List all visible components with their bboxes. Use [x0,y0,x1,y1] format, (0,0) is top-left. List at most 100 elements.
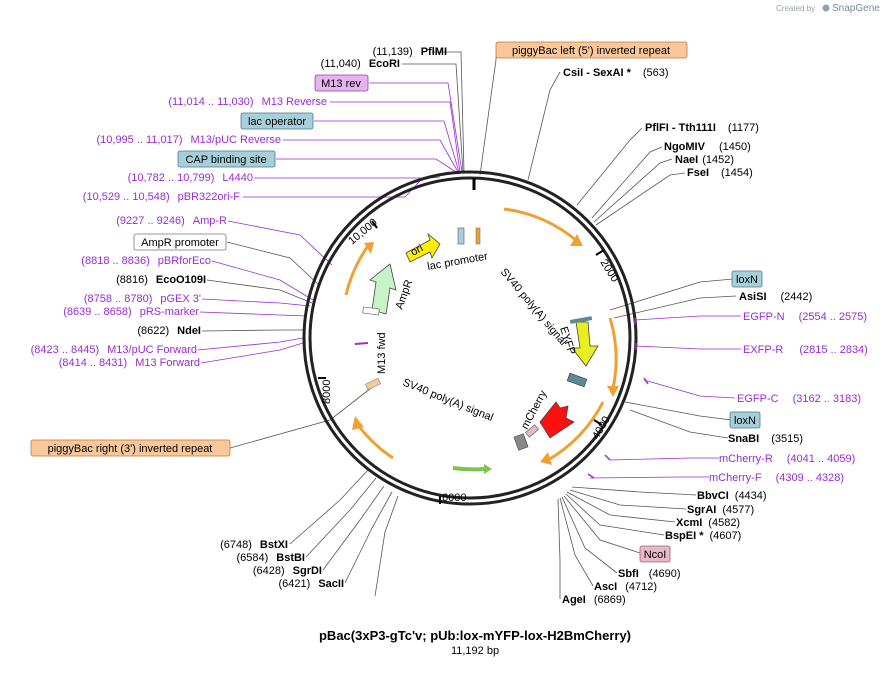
svg-text:(11,014 .. 11,030)M13 Reverse: (11,014 .. 11,030)M13 Reverse [168,96,327,108]
lacop-box [240,112,314,130]
svg-text:(8816)EcoO109I: (8816)EcoO109I [116,274,206,286]
site-sgrdi-pos: (6421) [279,578,311,590]
orange-arc-1 [503,207,578,243]
lac-promoter-label: lac promoter [426,250,489,272]
tick-2000-mark [595,249,605,256]
site-m13pucrev-name: M13/pUC Reverse [191,134,281,146]
primer-marks [587,318,649,479]
site-sbfi-pos: (4712) [625,581,657,593]
site-bspei-pos: (4607) [710,530,742,542]
svg-text:EGFP-C(3162 .. 3183): EGFP-C(3162 .. 3183) [737,393,861,405]
sv40-label-2: SV40 poly(A) signal [401,377,495,424]
credit-brand: SnapGene [832,3,880,14]
loxn2-feature [566,372,588,388]
site-pbr322-name: pBR322ori-F [178,191,241,203]
site-mcherryr-name: mCherry-R [719,453,773,465]
svg-text:NgoMIV(1450): NgoMIV(1450) [664,141,751,153]
p2a-feature [525,424,539,438]
site-ecori-name: EcoRI [369,58,400,70]
site-egfpn-name: EGFP-N [743,311,785,323]
loxn2-box [729,411,761,429]
ampprom-box-label: AmpR promoter [141,237,219,249]
tick-8000-label: 8000 [321,380,333,404]
site-pbrforeco-pos: (8818 .. 8836) [81,255,150,267]
pbright-box [30,439,231,457]
site-egfpc-pos: (3162 .. 3183) [793,393,862,405]
ampr-promoter-feature [362,306,380,316]
orange-arc-5 [344,245,370,296]
svg-text:mCherry-R(4041 .. 4059): mCherry-R(4041 .. 4059) [719,453,855,465]
site-pflfi-pos: (1177) [728,122,759,134]
svg-text:SgrAI(4577): SgrAI(4577) [687,504,754,516]
svg-text:mCherry-F(4309 .. 4328): mCherry-F(4309 .. 4328) [709,472,844,484]
cap-box-label: CAP binding site [185,154,266,166]
site-bbvci-name: BbvCI [697,490,729,502]
boxed-labels: M13 rev lac operator CAP binding site Am… [30,41,763,563]
site-m13pucfwd-name: M13/pUC Forward [107,344,197,356]
backbone-inner-strand [308,176,632,500]
site-bstbi-pos: (6428) [253,565,285,577]
mcherry-feature [539,401,575,439]
site-csii-pos: (563) [643,67,669,79]
lacop-box-label: lac operator [248,116,306,128]
sv40-arrow [452,466,485,472]
site-m13fwd-pos: (8414 .. 8431) [59,357,128,369]
site-exfpr-name: EXFP-R [743,344,783,356]
pbleft-box-label: piggyBac left (5') inverted repeat [512,45,670,57]
site-ncoi-name: SbfI [618,568,639,580]
ori-label: ori [409,242,425,258]
site-sgrai-pos: (4577) [722,504,754,516]
svg-text:(6748)BstXI: (6748) BstXI [220,539,288,551]
credit-text: Created by [776,4,815,13]
site-fsei-pos: (1454) [721,167,753,179]
site-exfpr-pos: (2815 .. 2834) [799,344,868,356]
site-bbvci-pos: (4434) [735,490,767,502]
h2b-feature [513,433,529,451]
site-pgex3-pos: (8758 .. 8780) [84,293,153,305]
site-bstbi-name: SgrDI [293,565,322,577]
cap-box [177,150,276,168]
site-ampr-pos: (9227 .. 9246) [116,215,185,227]
site-xcmi-name: XcmI [676,517,702,529]
site-xcmi-pos: (4582) [708,517,740,529]
loxn1-box-label: loxN [736,274,758,286]
site-prsmarker-name: pRS-marker [140,306,200,318]
svg-text:SnaBI(3515): SnaBI(3515) [728,433,803,445]
site-agei-name: BstXI [260,539,288,551]
svg-text:(8758 .. 8780)pGEX 3': (8758 .. 8780)pGEX 3' [84,293,201,305]
site-m13pucfwd-pos: (8423 .. 8445) [31,344,100,356]
site-pflmi-pos: (11,139) [373,46,413,58]
site-bstxi-name: BstBI [276,552,305,564]
svg-text:PflFI - Tth111I(1177): PflFI - Tth111I(1177) [645,122,759,134]
site-l4440-name: L4440 [222,172,253,184]
site-asisi-pos: (2442) [781,291,813,303]
orange-arc-2 [608,317,618,389]
pbleft-box [495,41,688,59]
svg-text:(10,529 .. 10,548)pBR322ori-F: (10,529 .. 10,548)pBR322ori-F [83,191,240,203]
site-bspei-name: BspEI * [665,530,704,542]
site-sgrdi-name: SacII [318,578,344,590]
svg-text:BbvCI(4434): BbvCI (4434) [697,490,767,502]
p2a-box [639,545,671,563]
m13fwd-label: M13 fwd [376,332,388,374]
svg-text:XcmI(4582): XcmI (4582) [676,517,740,529]
eyfp-feature [571,321,599,367]
svg-text:AgeI(6869): AgeI(6869) [562,594,626,606]
orange-arc-4 [356,424,394,460]
p2a-box-label: NcoI [644,549,667,561]
site-m13reverse-name: M13 Reverse [262,96,327,108]
site-agei-pos: (6748) [220,539,252,551]
site-m13fwd-name: M13 Forward [135,357,200,369]
site-prsmarker-pos: (8639 .. 8658) [63,306,132,318]
leader-lines [197,51,741,599]
m13fwd-primer-mark [354,342,369,345]
site-ecori-pos: (11,040) [321,58,361,70]
orange-arrowheads [352,234,619,465]
svg-text:(8423 .. 8445)M13/pUC Forward: (8423 .. 8445) M13/pUC Forward [31,344,197,356]
site-m13pucrev-pos: (10,995 .. 11,017) [96,134,182,146]
plasmid-length: 11,192 bp [451,645,499,657]
site-ampr-name: Amp-R [193,215,227,227]
svg-text:(9227 .. 9246)Amp-R: (9227 .. 9246) Amp-R [116,215,227,227]
svg-text:(11,139)PflMI: (11,139)PflMI [373,46,447,58]
